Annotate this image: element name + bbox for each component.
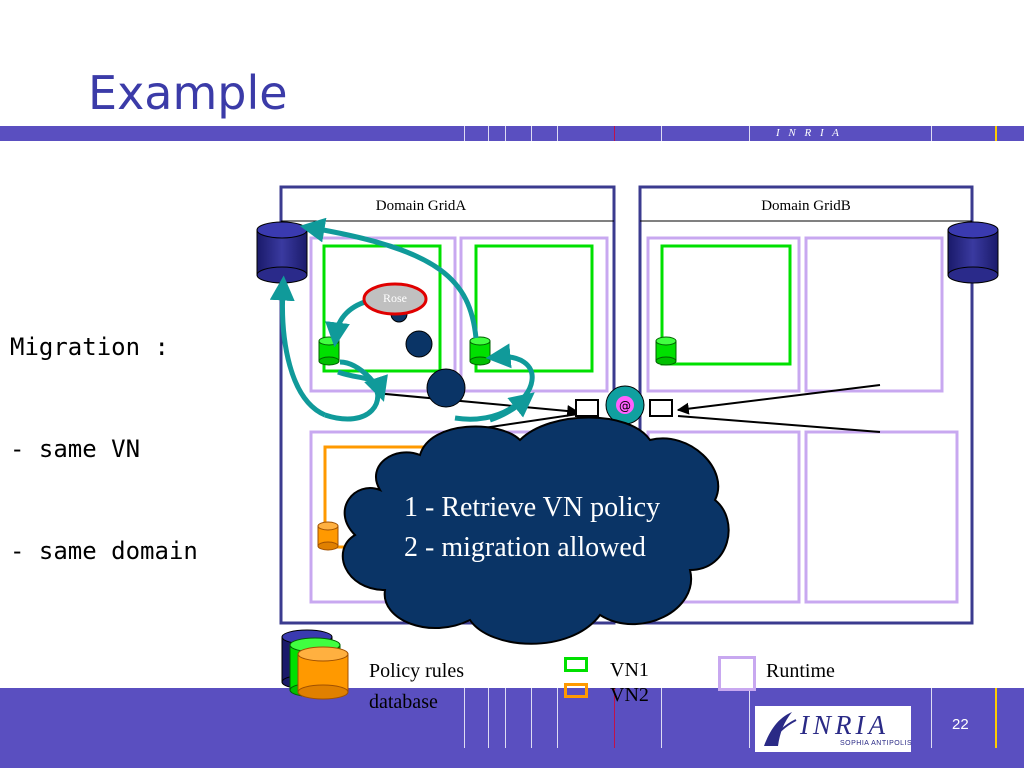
inria-logo-mark-icon xyxy=(764,712,797,746)
rose-node-label: Rose xyxy=(383,291,407,305)
runtime-box xyxy=(646,236,801,393)
bar-tick xyxy=(488,126,489,141)
bar-tick xyxy=(557,126,558,141)
runtime-box xyxy=(459,236,609,393)
migration-text: Migration : - same VN - same domain xyxy=(10,262,198,602)
cloud-line: 1 - Retrieve VN policy xyxy=(404,492,661,523)
network-hub-icon: @ xyxy=(575,385,673,425)
legend-runtime-label: Runtime xyxy=(766,660,835,682)
bar-tick xyxy=(995,126,997,141)
inria-logo-text: INRIA xyxy=(800,710,889,740)
bar-tick xyxy=(505,126,506,141)
migration-line: - same domain xyxy=(10,537,198,565)
active-object-icon xyxy=(317,521,339,551)
legend-vn2-swatch xyxy=(564,683,588,698)
bar-tick xyxy=(614,126,615,141)
bar-tick xyxy=(614,688,615,748)
bar-tick xyxy=(464,126,465,141)
bar-tick xyxy=(505,688,506,748)
legend-policy-label-2: database xyxy=(369,691,438,713)
message-cloud xyxy=(341,416,730,645)
inria-logo-subtitle: SOPHIA ANTIPOLIS xyxy=(840,740,913,747)
bar-tick xyxy=(931,126,932,141)
bar-tick xyxy=(995,688,997,748)
legend-policy-label-1: Policy rules xyxy=(369,660,464,682)
runtime-box xyxy=(804,430,959,604)
migration-line: Migration : xyxy=(10,333,169,361)
bar-tick xyxy=(749,126,750,141)
slide-title: Example xyxy=(88,66,288,120)
bar-tick xyxy=(557,688,558,748)
domain-label-a: Domain GridA xyxy=(375,198,467,214)
bar-tick xyxy=(464,688,465,748)
bar-tick xyxy=(531,126,532,141)
rose-node xyxy=(362,282,428,316)
cloud-line: 2 - migration allowed xyxy=(404,532,646,563)
page-number: 22 xyxy=(952,716,969,733)
bar-tick xyxy=(931,688,932,748)
legend-runtime-swatch xyxy=(718,656,756,691)
vn1-box xyxy=(474,244,594,373)
active-object-icon xyxy=(655,336,677,366)
migration-line: - same VN xyxy=(10,435,141,463)
active-object-icon xyxy=(318,336,340,366)
policy-database-icon xyxy=(256,221,308,284)
legend-vn2-label: VN2 xyxy=(610,684,649,706)
policy-database-icon xyxy=(947,221,999,284)
runtime-box xyxy=(804,236,944,393)
bar-tick xyxy=(661,688,662,748)
node-dot xyxy=(405,330,433,358)
active-object-icon xyxy=(469,336,491,366)
bar-tick xyxy=(661,126,662,141)
vn1-box xyxy=(660,244,792,366)
legend-vn1-swatch xyxy=(564,657,588,672)
node-dot xyxy=(426,368,466,408)
bar-tick xyxy=(749,688,750,748)
top-logo-text: I N R I A xyxy=(776,127,842,139)
bar-tick xyxy=(531,688,532,748)
cloud-text: 1 - Retrieve VN policy 2 - migration all… xyxy=(404,487,660,569)
legend-policy-db-icon xyxy=(281,629,349,700)
svg-text:@: @ xyxy=(619,399,631,413)
top-accent-bar xyxy=(0,126,1024,141)
domain-label-b: Domain GridB xyxy=(761,198,851,214)
bar-tick xyxy=(488,688,489,748)
legend-vn1-label: VN1 xyxy=(610,659,649,681)
